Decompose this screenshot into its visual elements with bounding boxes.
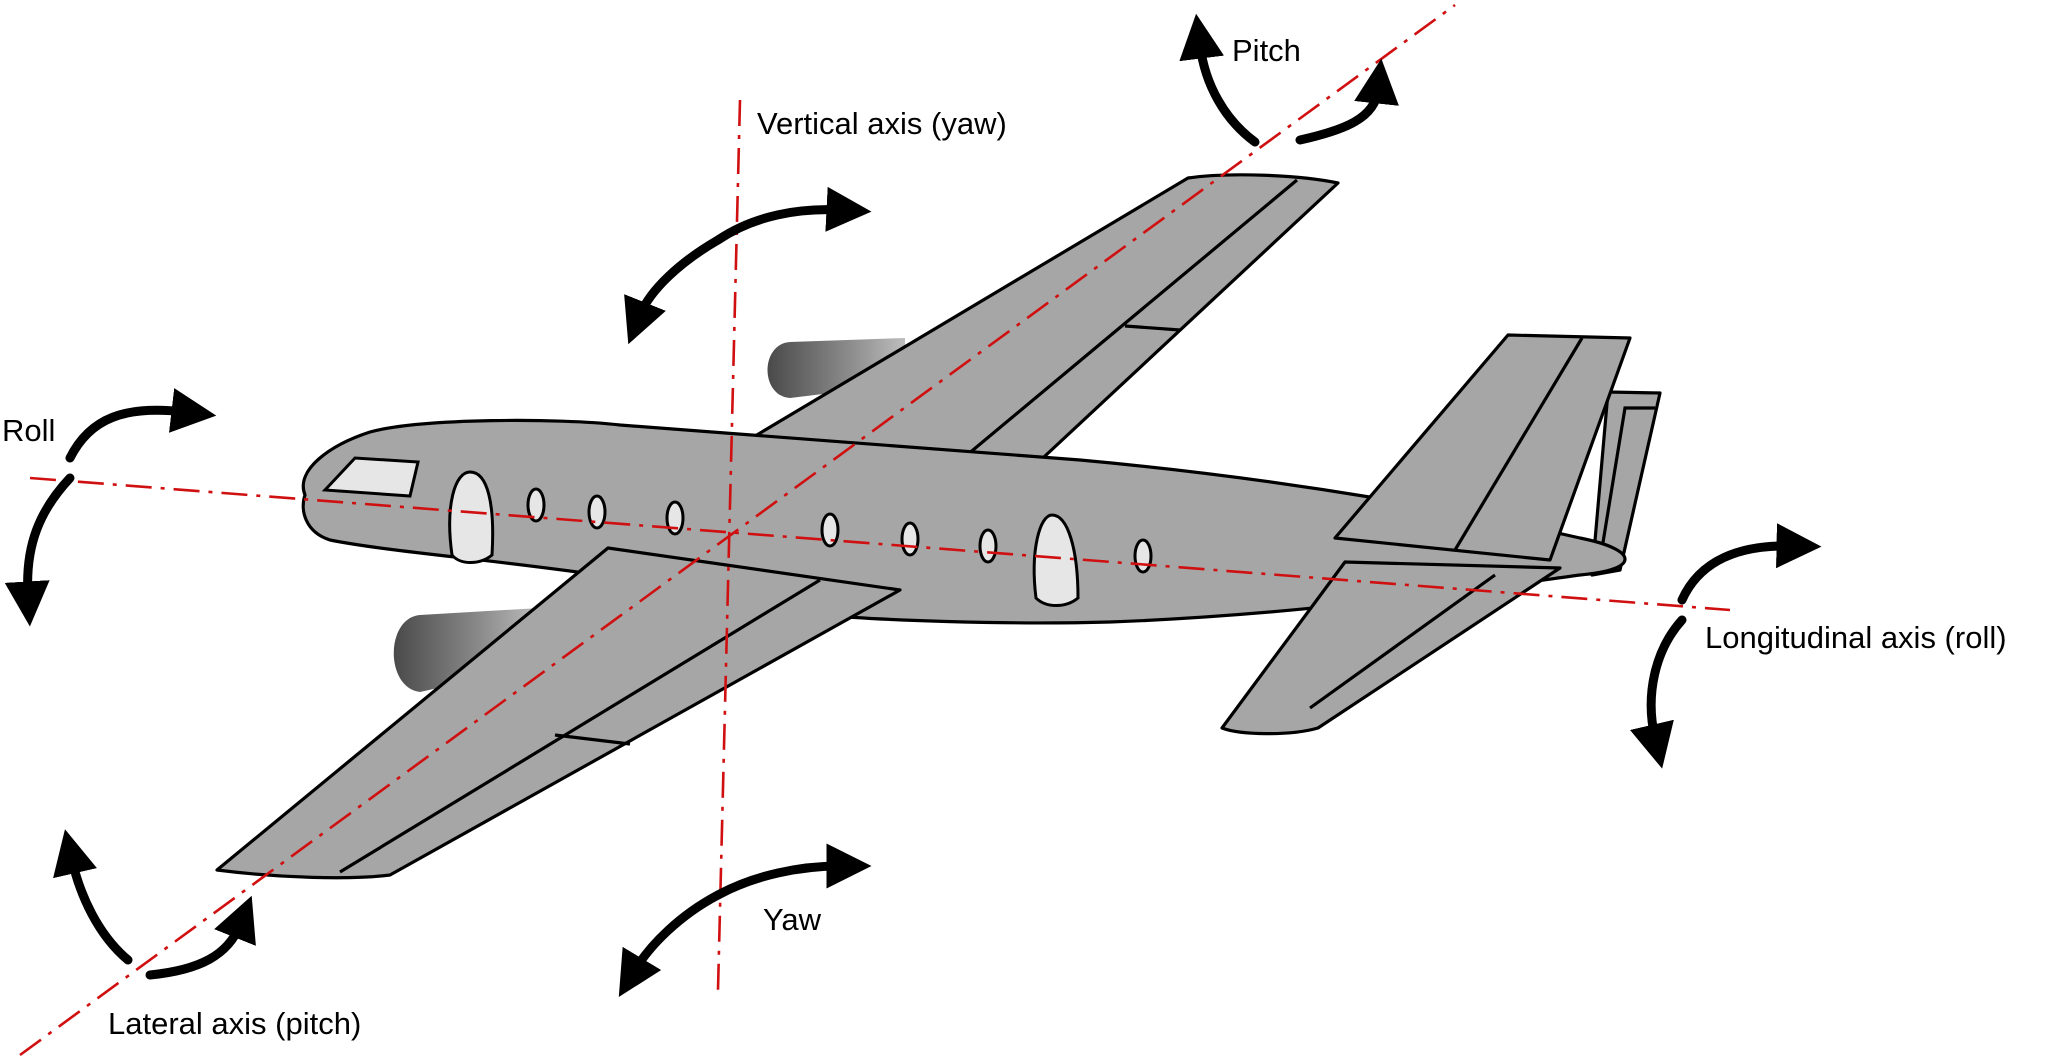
rotation-arrows <box>4 13 1822 998</box>
rear-door <box>1032 513 1080 607</box>
pitch-arrow-upper-right <box>1295 58 1399 145</box>
vertical-axis-label: Vertical axis (yaw) <box>757 106 1007 141</box>
longitudinal-axis-label: Longitudinal axis (roll) <box>1705 620 2007 655</box>
cockpit-window <box>321 456 420 498</box>
cabin-window <box>587 494 607 530</box>
tail-fin <box>1333 333 1632 562</box>
pitch-arrow-upper-left <box>1179 13 1260 147</box>
cabin-window <box>665 500 685 536</box>
roll-arrow-left-upper <box>65 388 217 463</box>
yaw-arrow-upper-right <box>713 186 872 245</box>
cabin-window <box>526 487 546 523</box>
roll-arrow-right-upper <box>1677 523 1822 605</box>
pitch-arrow-lower-left <box>53 829 133 965</box>
vertical-axis-line <box>716 99 742 991</box>
yaw-arrow-lower-right <box>713 843 872 900</box>
cabin-window <box>978 528 998 564</box>
axis-lines <box>19 3 1731 1057</box>
right-wing <box>733 173 1340 472</box>
cabin-window <box>1133 538 1153 574</box>
pitch-label: Pitch <box>1232 33 1301 68</box>
near-stabilizer <box>1220 560 1562 736</box>
cabin-window <box>900 521 920 557</box>
lateral-axis-label: Lateral axis (pitch) <box>108 1006 361 1041</box>
front-door <box>448 470 495 564</box>
yaw-label: Yaw <box>763 902 822 937</box>
roll-label: Roll <box>2 413 55 448</box>
yaw-arrow-upper-left <box>624 235 723 345</box>
pitch-arrow-lower-right <box>145 895 256 980</box>
yaw-arrow-lower-left <box>618 890 723 998</box>
longitudinal-axis-line <box>29 476 1731 612</box>
left-wing <box>215 546 902 880</box>
lateral-axis-line <box>19 3 1456 1057</box>
cabin-window <box>820 512 840 548</box>
cabin-windows <box>448 470 1153 607</box>
roll-arrow-left-lower <box>4 473 75 627</box>
roll-arrow-right-lower <box>1630 615 1687 769</box>
